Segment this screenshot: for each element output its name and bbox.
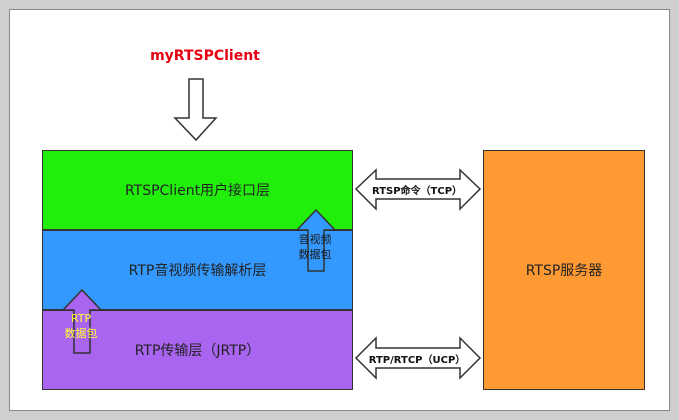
rtsp-command-double-arrow-icon [354, 168, 482, 211]
client-interface-layer-label: RTSPClient用户接口层 [124, 183, 271, 199]
av-packet-label: 音视频 数据包 [294, 232, 336, 262]
rtp-packet-label: RTP 数据包 [60, 311, 102, 341]
rtp-packet-label-line1: RTP [70, 312, 92, 325]
av-parse-layer: RTP音视频传输解析层 [42, 230, 353, 310]
rtp-packet-label-line2: 数据包 [64, 327, 98, 340]
av-packet-label-line2: 数据包 [298, 248, 332, 261]
av-parse-layer-label: RTP音视频传输解析层 [128, 263, 267, 279]
client-interface-layer: RTSPClient用户接口层 [42, 150, 353, 230]
rtsp-command-label: RTSP命令（TCP） [371, 186, 463, 197]
rtsp-server-label: RTSP服务器 [525, 263, 603, 279]
rtsp-server-box: RTSP服务器 [483, 150, 645, 390]
diagram-title: myRTSPClient [150, 48, 260, 64]
rtp-transport-layer-label: RTP传输层（JRTP） [134, 343, 261, 359]
av-packet-up-arrow-icon [295, 208, 337, 272]
rtp-transport-layer: RTP传输层（JRTP） [42, 310, 353, 390]
rtp-rtcp-double-arrow-icon [354, 336, 482, 380]
rtp-packet-up-arrow-icon [61, 288, 103, 354]
down-arrow-icon [173, 78, 218, 142]
rtp-rtcp-label: RTP/RTCP（UCP） [368, 355, 466, 366]
av-packet-label-line1: 音视频 [298, 233, 332, 246]
